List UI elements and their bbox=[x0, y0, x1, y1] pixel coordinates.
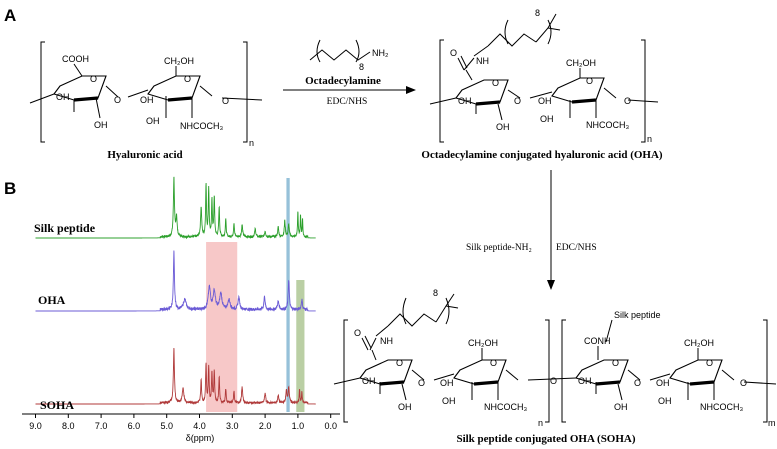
step2-conditions: EDC/NHS bbox=[556, 243, 597, 253]
octadecylamine-reagent-structure bbox=[309, 39, 371, 63]
panel-letter-b: B bbox=[4, 179, 16, 198]
caption-oha: Octadecylamine conjugated hyaluronic aci… bbox=[421, 149, 663, 161]
atom-o: O bbox=[612, 358, 619, 368]
atom-oh: OH bbox=[398, 402, 412, 412]
repeat-n: n bbox=[647, 134, 652, 144]
reagent-nh2: NH₂ bbox=[372, 48, 389, 58]
atom-oh: OH bbox=[656, 378, 670, 388]
hyaluronic-acid-atoms: COOH O OH OH O OH CH₂OH O OH NHCOCH₃ O n bbox=[56, 54, 254, 148]
oha-atoms: 8 NH O O OH OH O OH CH₂OH O OH NHCOCH₃ O… bbox=[450, 8, 652, 144]
atom-oh: OH bbox=[458, 96, 472, 106]
atom-ch2oh: CH₂OH bbox=[164, 56, 194, 66]
nmr-trace bbox=[35, 176, 316, 240]
chain-subscript-8: 8 bbox=[433, 288, 438, 298]
atom-cooh: COOH bbox=[62, 54, 89, 64]
x-tick-label: 7.0 bbox=[95, 421, 108, 431]
x-axis-label: δ(ppm) bbox=[186, 433, 215, 443]
atom-o: O bbox=[450, 48, 457, 58]
atom-nh: NH bbox=[476, 56, 489, 66]
atom-oh: OH bbox=[440, 378, 454, 388]
x-tick-label: 8.0 bbox=[62, 421, 75, 431]
atom-oh: OH bbox=[614, 402, 628, 412]
highlight-band bbox=[206, 242, 238, 412]
chain-subscript-8: 8 bbox=[535, 8, 540, 18]
repeat-n: n bbox=[249, 138, 254, 148]
step1-conditions: EDC/NHS bbox=[327, 97, 368, 107]
atom-o: O bbox=[354, 328, 361, 338]
atom-ch2oh: CH₂OH bbox=[684, 338, 714, 348]
atom-nhcoch3: NHCOCH₃ bbox=[484, 402, 527, 412]
nmr-x-axis bbox=[22, 413, 340, 418]
soha-atoms: 8 NH O O OH OH O OH CH₂OH O OH NHCOCH₃ n… bbox=[354, 288, 776, 428]
atom-o: O bbox=[184, 74, 191, 84]
atom-oh: OH bbox=[538, 96, 552, 106]
x-tick-label: 1.0 bbox=[292, 421, 305, 431]
atom-o: O bbox=[706, 358, 713, 368]
atom-oh: OH bbox=[362, 376, 376, 386]
atom-o: O bbox=[114, 95, 121, 105]
caption-hyaluronic-acid: Hyaluronic acid bbox=[107, 149, 182, 161]
atom-nhcoch3: NHCOCH₃ bbox=[180, 121, 223, 131]
nmr-traces bbox=[35, 176, 316, 406]
reagent-subscript-8: 8 bbox=[359, 62, 364, 72]
caption-soha: Silk peptide conjugated OHA (SOHA) bbox=[456, 433, 635, 445]
atom-oh: OH bbox=[496, 122, 510, 132]
step2-reagent: Silk peptide-NH₂ bbox=[466, 243, 532, 253]
hyaluronic-acid-structure bbox=[29, 41, 263, 143]
atom-oh: OH bbox=[56, 92, 70, 102]
x-tick-label: 5.0 bbox=[160, 421, 173, 431]
atom-oh: OH bbox=[578, 376, 592, 386]
atom-o: O bbox=[514, 96, 521, 106]
atom-o: O bbox=[90, 74, 97, 84]
repeat-m: m bbox=[768, 418, 776, 428]
trace-label-silk-peptide: Silk peptide bbox=[34, 221, 96, 235]
atom-oh: OH bbox=[442, 396, 456, 406]
atom-o: O bbox=[550, 376, 557, 386]
x-tick-label: 2.0 bbox=[259, 421, 272, 431]
atom-o: O bbox=[634, 378, 641, 388]
trace-label-soha: SOHA bbox=[40, 398, 74, 412]
atom-o: O bbox=[490, 358, 497, 368]
atom-oh: OH bbox=[146, 116, 160, 126]
atom-nh: NH bbox=[380, 336, 393, 346]
atom-nhcoch3: NHCOCH₃ bbox=[700, 402, 743, 412]
x-tick-label: 6.0 bbox=[128, 421, 141, 431]
x-tick-label: 4.0 bbox=[193, 421, 206, 431]
atom-o: O bbox=[624, 96, 631, 106]
highlight-band bbox=[296, 280, 305, 412]
atom-conh: CONH bbox=[584, 336, 611, 346]
x-tick-label: 0.0 bbox=[324, 421, 337, 431]
atom-oh: OH bbox=[94, 120, 108, 130]
atom-o: O bbox=[396, 358, 403, 368]
panel-letter-a: A bbox=[4, 6, 16, 25]
x-tick-label: 9.0 bbox=[29, 421, 42, 431]
atom-oh: OH bbox=[540, 114, 554, 124]
atom-o: O bbox=[586, 76, 593, 86]
nmr-trace bbox=[35, 347, 316, 406]
soha-structure bbox=[333, 293, 777, 423]
atom-o: O bbox=[222, 96, 229, 106]
nmr-trace bbox=[35, 250, 316, 313]
atom-ch2oh: CH₂OH bbox=[566, 58, 596, 68]
atom-oh: OH bbox=[140, 95, 154, 105]
x-tick-label: 3.0 bbox=[226, 421, 239, 431]
oha-structure bbox=[429, 13, 659, 143]
atom-o: O bbox=[740, 378, 747, 388]
atom-oh: OH bbox=[658, 396, 672, 406]
silk-peptide-substituent: Silk peptide bbox=[614, 310, 661, 320]
atom-o: O bbox=[492, 78, 499, 88]
trace-label-oha: OHA bbox=[38, 293, 66, 307]
atom-o: O bbox=[418, 378, 425, 388]
nmr-x-tick-labels: 9.0 8.0 7.0 6.0 5.0 4.0 3.0 2.0 1.0 0.0 bbox=[29, 421, 337, 431]
step1-reagent: Octadecylamine bbox=[305, 75, 381, 87]
repeat-n: n bbox=[538, 418, 543, 428]
atom-ch2oh: CH₂OH bbox=[468, 338, 498, 348]
atom-nhcoch3: NHCOCH₃ bbox=[586, 120, 629, 130]
